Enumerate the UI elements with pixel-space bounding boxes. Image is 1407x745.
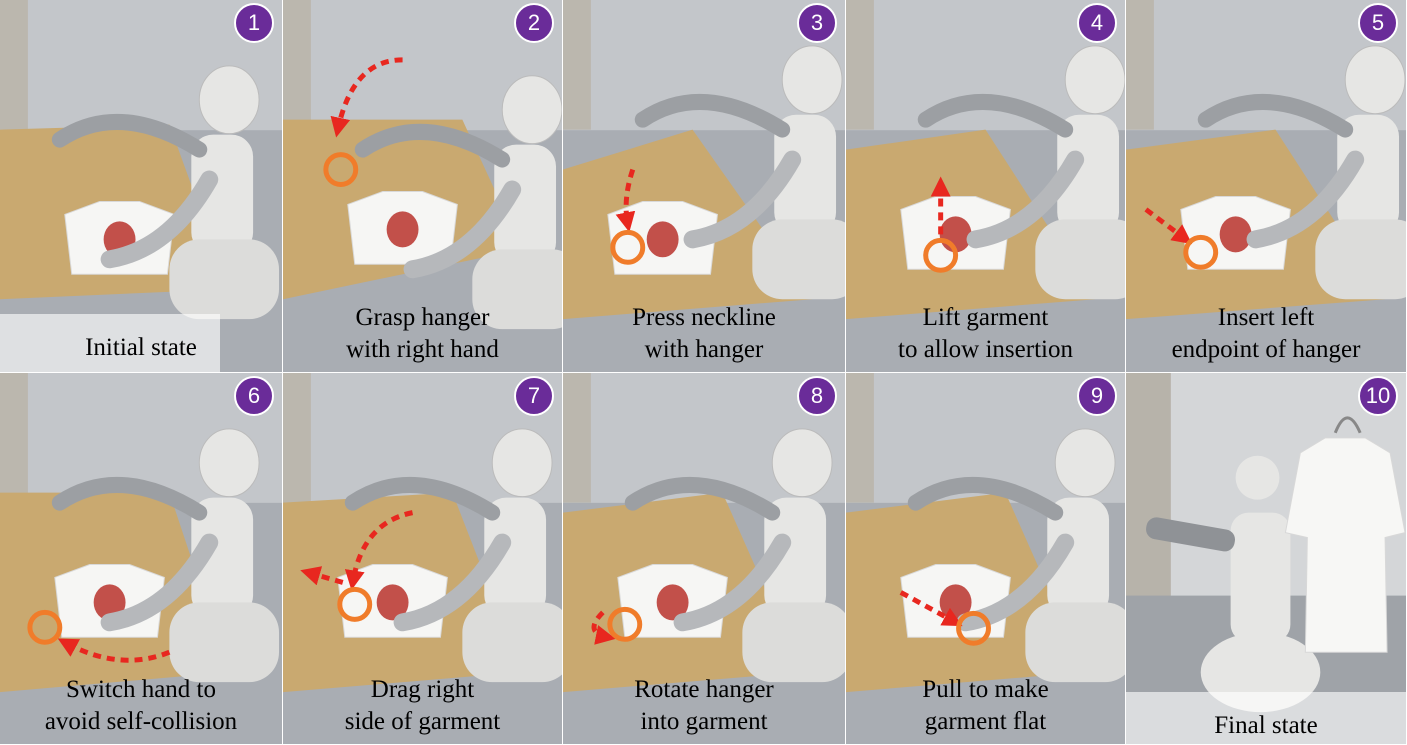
- step-photo: [1126, 373, 1406, 744]
- caption-line: with hanger: [644, 336, 764, 363]
- motion-arrow: [330, 57, 403, 138]
- step-number-badge: 8: [797, 376, 837, 416]
- step-number-badge: 10: [1358, 376, 1398, 416]
- grasp-point-circle: [610, 229, 646, 265]
- caption-line: to allow insertion: [898, 336, 1073, 363]
- caption-line: Pull to make: [922, 676, 1049, 703]
- step-caption: Press neckline with hanger: [563, 302, 845, 366]
- step-caption: Switch hand to avoid self-collision: [0, 674, 282, 738]
- step-number-badge: 2: [514, 3, 554, 43]
- grasp-point-circle: [607, 606, 643, 642]
- grasp-point-circle: [323, 152, 359, 187]
- caption-line: avoid self-collision: [44, 708, 238, 735]
- step-number-badge: 3: [797, 3, 837, 43]
- step-caption: Final state: [1126, 710, 1406, 742]
- step-photo: [846, 373, 1125, 744]
- grasp-point-circle: [923, 237, 959, 273]
- step-caption: Lift garment to allow insertion: [846, 302, 1125, 366]
- step-number-badge: 6: [234, 376, 274, 416]
- caption-line: Press neckline: [632, 304, 776, 331]
- step-photo: [563, 0, 845, 372]
- motion-arrow: [899, 590, 963, 627]
- step-photo: [283, 0, 562, 372]
- step-number-badge: 9: [1077, 376, 1117, 416]
- step-caption: Rotate hanger into garment: [563, 674, 845, 738]
- caption-line: Initial state: [85, 334, 197, 361]
- motion-arrow: [591, 610, 616, 645]
- motion-arrow: [344, 510, 414, 591]
- step-photo: [1126, 0, 1406, 372]
- grasp-point-circle: [27, 609, 63, 645]
- motion-arrow: [615, 168, 636, 233]
- grasp-point-circle: [1183, 234, 1219, 270]
- caption-line: into garment: [640, 708, 768, 735]
- step-number-badge: 5: [1358, 3, 1398, 43]
- caption-line: side of garment: [344, 708, 501, 735]
- motion-arrow: [300, 566, 344, 586]
- caption-line: Lift garment: [922, 304, 1049, 331]
- step-caption: Insert left endpoint of hanger: [1126, 302, 1406, 366]
- caption-line: garment flat: [924, 708, 1047, 735]
- step-number-badge: 1: [234, 3, 274, 43]
- step-photo: [0, 373, 282, 744]
- caption-line: endpoint of hanger: [1171, 336, 1361, 363]
- caption-line: Insert left: [1217, 304, 1315, 331]
- caption-backdrop: [0, 314, 220, 372]
- caption-line: Drag right: [370, 676, 475, 703]
- caption-line: Final state: [1214, 712, 1318, 739]
- grasp-point-circle: [956, 610, 991, 646]
- caption-line: Grasp hanger: [355, 304, 490, 331]
- step-caption: Initial state: [0, 332, 282, 364]
- step-caption: Drag right side of garment: [283, 674, 562, 738]
- caption-line: with right hand: [346, 336, 499, 363]
- caption-line: Switch hand to: [66, 676, 216, 703]
- step-photo: [563, 373, 845, 744]
- step-caption: Pull to make garment flat: [846, 674, 1125, 738]
- step-photo: [846, 0, 1125, 372]
- step-number-badge: 7: [514, 376, 554, 416]
- grasp-point-circle: [337, 586, 373, 622]
- step-caption: Grasp hanger with right hand: [283, 302, 562, 366]
- step-number-badge: 4: [1077, 3, 1117, 43]
- caption-backdrop: [1126, 692, 1406, 744]
- caption-line: Rotate hanger: [634, 676, 774, 703]
